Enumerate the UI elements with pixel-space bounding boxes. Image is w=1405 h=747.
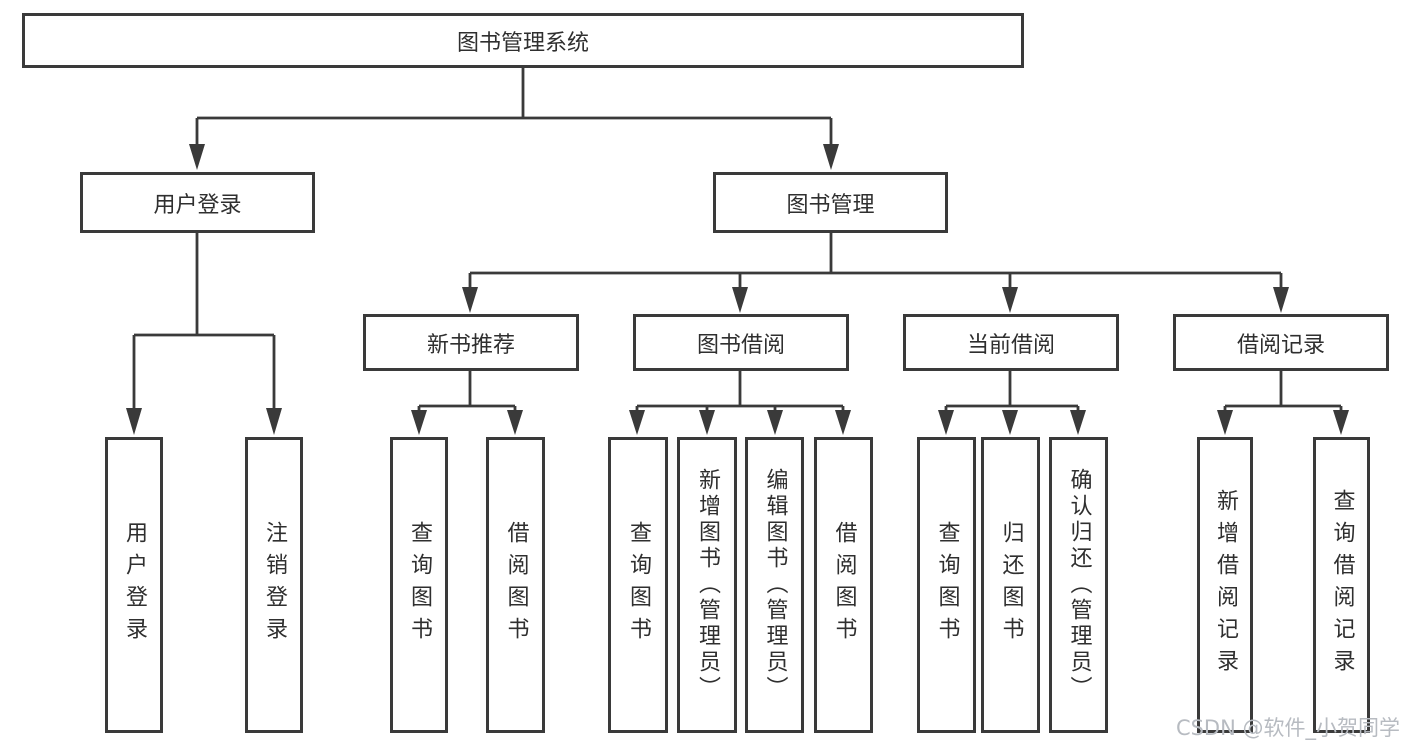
csdn-watermark: CSDN @软件_小贺同学 (1175, 716, 1400, 740)
leaf-borrow-books-1: 借阅图书 (486, 437, 545, 733)
leaf-query-books-1: 查询图书 (390, 437, 448, 733)
node-book-borrowing: 图书借阅 (633, 314, 849, 371)
node-book-management: 图书管理 (713, 172, 948, 233)
leaf-query-borrow-record: 查询借阅记录 (1313, 437, 1370, 733)
leaf-borrow-books-2: 借阅图书 (814, 437, 873, 733)
node-library-management-system: 图书管理系统 (22, 13, 1024, 68)
leaf-user-login: 用户登录 (105, 437, 163, 733)
leaf-edit-book-admin: 编辑图书（管理员） (745, 437, 804, 733)
leaf-query-books-3: 查询图书 (917, 437, 976, 733)
leaf-logout: 注销登录 (245, 437, 303, 733)
node-current-borrowing: 当前借阅 (903, 314, 1119, 371)
node-new-book-recommendation: 新书推荐 (363, 314, 579, 371)
leaf-add-book-admin: 新增图书（管理员） (677, 437, 737, 733)
leaf-confirm-return-admin: 确认归还（管理员） (1049, 437, 1108, 733)
node-user-login: 用户登录 (80, 172, 315, 233)
node-borrowing-records: 借阅记录 (1173, 314, 1389, 371)
leaf-return-books: 归还图书 (981, 437, 1040, 733)
leaf-add-borrow-record: 新增借阅记录 (1197, 437, 1253, 733)
leaf-query-books-2: 查询图书 (608, 437, 668, 733)
arrowheads (126, 144, 1349, 435)
